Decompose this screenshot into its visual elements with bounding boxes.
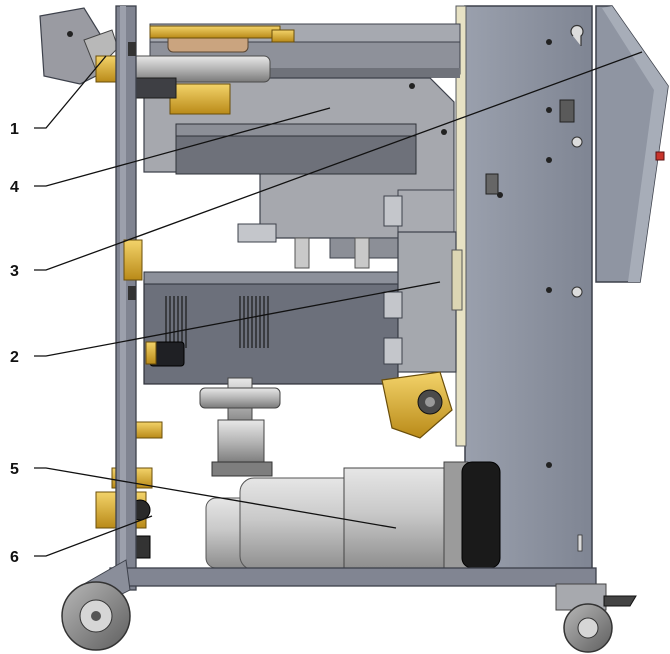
vent-slots-right [239,296,269,348]
leader-line-2 [34,281,441,357]
leader-line-4 [34,107,331,187]
pump-motor [205,461,501,571]
leader-line-6 [34,515,153,557]
filler-cap-bracket [39,7,121,85]
front-wheel [61,581,131,651]
rear-caster [555,583,637,653]
callout-label-1: 1 [10,121,19,138]
heater-tank [143,77,455,269]
callout-label-5: 5 [10,461,19,478]
callout-label-3: 3 [10,263,19,280]
leader-line-5 [34,467,397,529]
valve-block [383,231,463,373]
callout-label-6: 6 [10,549,19,566]
leader-line-3 [34,51,643,271]
leader-line-1 [34,55,107,129]
control-panel-door [595,5,669,283]
left-frame-upright [115,5,143,591]
callout-label-2: 2 [10,349,19,366]
solenoid-valve-yellow [381,371,453,439]
electrical-box [143,271,399,385]
callout-label-4: 4 [10,179,19,196]
cooler-block [237,189,455,243]
vent-slots-left [165,296,187,348]
pump-column [199,377,281,477]
